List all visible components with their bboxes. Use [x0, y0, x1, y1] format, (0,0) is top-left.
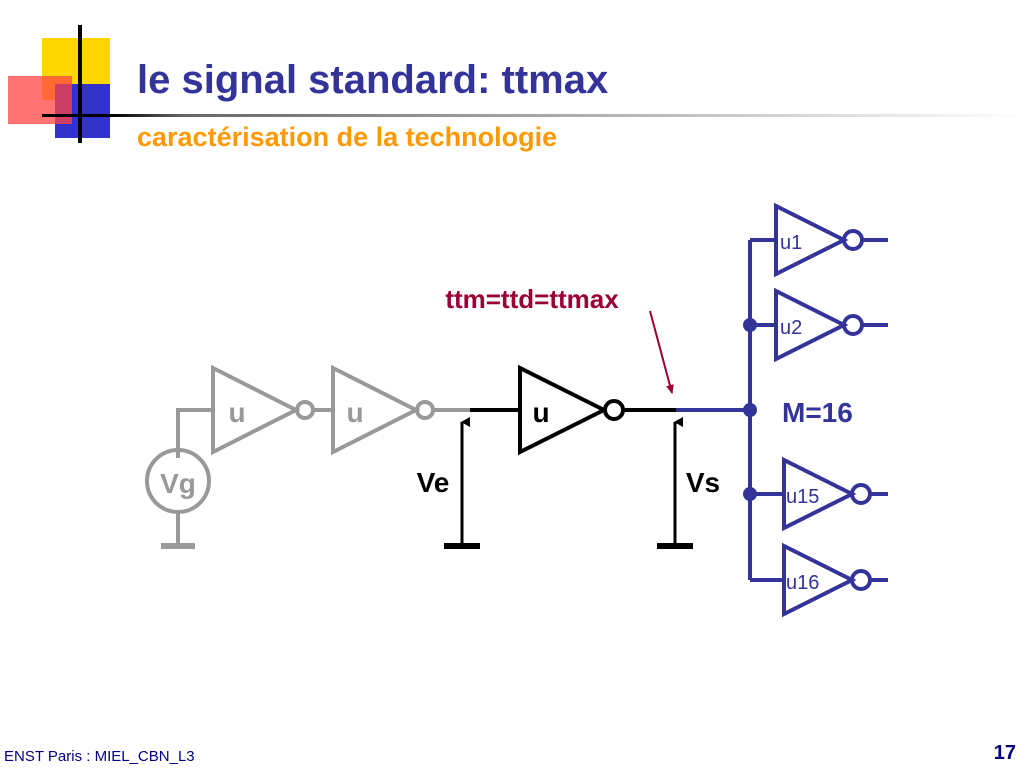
buffer2-triangle — [331, 364, 421, 456]
load-u16-label: u16 — [786, 572, 819, 594]
junction-dot-u15 — [743, 487, 757, 501]
annotation-arrow — [649, 310, 674, 394]
main-inverter-label: u — [532, 397, 549, 428]
slide-subtitle: caractérisation de la technologie — [137, 122, 558, 152]
main-inverter-stage — [444, 364, 693, 549]
fanout-label: M=16 — [782, 397, 853, 428]
page-number: 17 — [993, 742, 1016, 764]
slide-footer: ENST Paris : MIEL_CBN_L3 — [4, 748, 195, 765]
load-u2-triangle — [774, 287, 849, 363]
load-u1-triangle — [774, 202, 849, 278]
buffer2-label: u — [346, 397, 363, 428]
main-inverter-bubble — [603, 399, 625, 421]
load-u2-label: u2 — [780, 317, 802, 339]
main-inverter-triangle — [518, 364, 609, 456]
source-label: Vg — [160, 468, 196, 499]
gray-source-stage — [145, 364, 470, 549]
load-u16-triangle — [782, 542, 857, 618]
ve-label: Ve — [417, 467, 450, 498]
buffer1-label: u — [228, 397, 245, 428]
slide-title: le signal standard: ttmax — [137, 58, 609, 102]
load-u15-label: u15 — [786, 486, 819, 508]
title-underline — [42, 114, 1024, 117]
source-to-buffer-wire — [176, 408, 213, 458]
vs-label: Vs — [686, 467, 720, 498]
slide-logo — [8, 25, 110, 143]
load-u15-triangle — [782, 456, 857, 532]
logo-vertical-line — [78, 25, 82, 143]
load-u1-label: u1 — [780, 232, 802, 254]
junction-dot-main — [743, 403, 757, 417]
junction-dot-u2 — [743, 318, 757, 332]
ttmax-annotation: ttm=ttd=ttmax — [445, 284, 619, 314]
buffer1-triangle — [211, 364, 301, 456]
